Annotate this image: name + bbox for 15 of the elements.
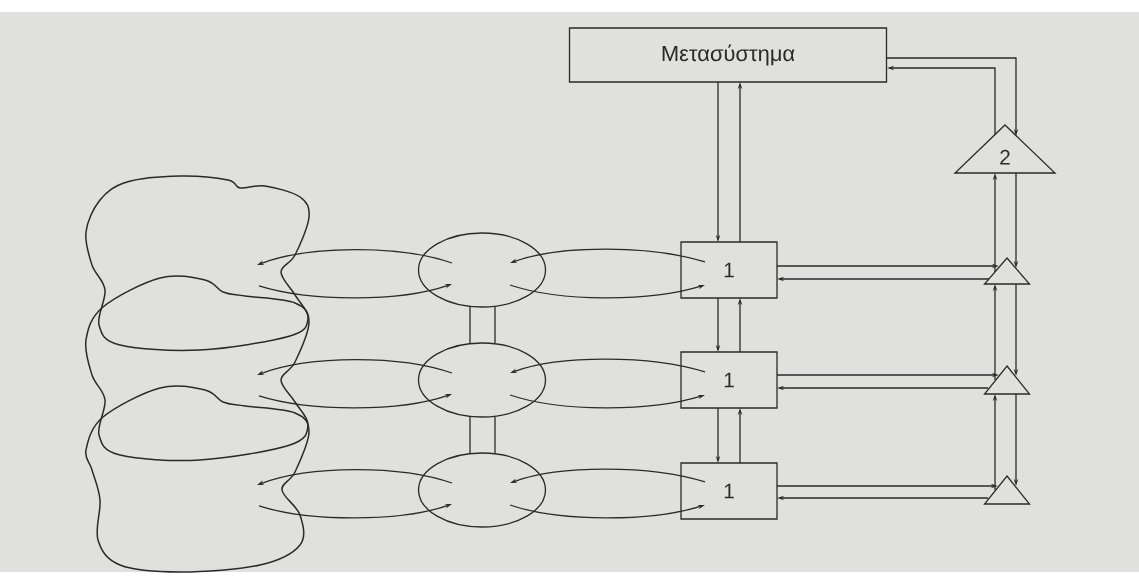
connector-line bbox=[469, 306, 471, 344]
blob-outline bbox=[85, 175, 310, 352]
blob-outline bbox=[84, 275, 310, 462]
process-box: 1 bbox=[680, 241, 778, 299]
connector-line bbox=[494, 306, 496, 344]
triangle-symbol bbox=[983, 257, 1031, 285]
process-box: 1 bbox=[680, 351, 778, 409]
process-box: 1 bbox=[680, 462, 778, 520]
connector-line bbox=[494, 416, 496, 454]
connector-line bbox=[469, 416, 471, 454]
blob-outline bbox=[84, 385, 310, 573]
circle-symbol bbox=[417, 452, 547, 528]
process-box: Μετασύστημα bbox=[568, 27, 888, 83]
circle-symbol bbox=[417, 342, 547, 418]
circle-symbol bbox=[417, 232, 547, 308]
